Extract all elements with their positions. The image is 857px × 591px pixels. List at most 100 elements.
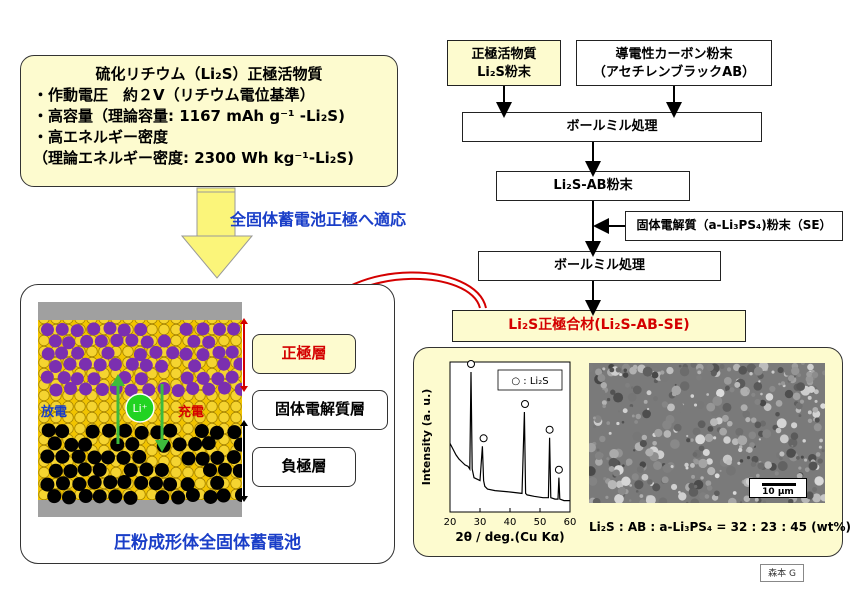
anode-particle bbox=[163, 423, 178, 438]
sem-grain bbox=[804, 467, 810, 473]
cathode-particle bbox=[196, 322, 210, 336]
sem-grain bbox=[780, 381, 786, 386]
sem-grain bbox=[740, 404, 748, 412]
sem-grain bbox=[622, 464, 625, 467]
sem-grain bbox=[696, 374, 702, 381]
anode-particle bbox=[87, 475, 102, 490]
cathode-particle bbox=[55, 346, 69, 360]
cathode-particle bbox=[63, 357, 77, 371]
sem-grain bbox=[617, 486, 627, 496]
cell-cross-section: Li⁺ 放電 充電 bbox=[38, 302, 242, 517]
anode-particle bbox=[226, 450, 241, 465]
sem-grain bbox=[800, 363, 805, 366]
sem-grain bbox=[615, 367, 622, 373]
li2s-peak-marker bbox=[521, 400, 529, 408]
sem-grain bbox=[653, 396, 659, 402]
cathode-particle bbox=[179, 347, 193, 361]
cathode-particle bbox=[103, 321, 117, 335]
cathode-particle bbox=[40, 323, 54, 337]
sem-grain bbox=[613, 392, 624, 403]
sem-grain bbox=[807, 395, 812, 400]
sem-grain bbox=[808, 431, 816, 440]
sem-grain bbox=[754, 421, 762, 429]
sem-grain bbox=[696, 400, 705, 409]
anode-particle bbox=[163, 477, 178, 492]
sem-grain bbox=[596, 448, 600, 452]
sem-grain bbox=[616, 421, 620, 426]
cathode-particle bbox=[157, 382, 171, 396]
sem-grain bbox=[658, 497, 668, 503]
sem-grain bbox=[802, 439, 806, 443]
anode-particle bbox=[55, 424, 70, 439]
adapt-label: 全固体蓄電池正極へ適応 bbox=[230, 210, 407, 229]
anode-particle bbox=[71, 449, 86, 464]
sem-grain bbox=[790, 432, 799, 441]
cathode-particle bbox=[212, 322, 226, 336]
sem-grain bbox=[641, 434, 648, 441]
sem-grain bbox=[812, 493, 822, 503]
sem-grain bbox=[625, 382, 630, 388]
sem-grain bbox=[793, 375, 797, 378]
anode-particle bbox=[40, 477, 55, 492]
sem-grain bbox=[671, 391, 677, 397]
properties-box: 硫化リチウム（Li₂S）正極活物質 ・作動電圧 約２V（リチウム電位基準） ・高… bbox=[20, 55, 398, 187]
layer-anode: 負極層 bbox=[252, 447, 356, 487]
sem-grain bbox=[623, 368, 628, 373]
sem-grain bbox=[678, 492, 687, 501]
sem-grain bbox=[814, 476, 824, 486]
anode-particle bbox=[87, 450, 102, 465]
sem-grain bbox=[628, 499, 632, 502]
sem-grain bbox=[778, 382, 781, 386]
sem-grain bbox=[699, 387, 703, 390]
x-tick-label: 40 bbox=[504, 517, 517, 528]
sem-grain bbox=[714, 473, 720, 479]
sem-grain bbox=[632, 364, 638, 370]
sem-grain bbox=[679, 366, 690, 377]
sem-grain bbox=[692, 452, 698, 457]
anode-particle bbox=[188, 437, 203, 452]
sem-grain bbox=[589, 466, 596, 476]
sem-grain bbox=[818, 445, 822, 449]
sem-grain bbox=[595, 368, 603, 376]
sem-grain bbox=[667, 403, 675, 412]
sem-grain bbox=[817, 458, 823, 464]
anode-particle bbox=[103, 475, 118, 490]
cathode-particle bbox=[202, 382, 216, 396]
sem-grain bbox=[666, 366, 674, 375]
sem-grain bbox=[798, 414, 802, 418]
sem-grain bbox=[691, 474, 696, 479]
sem-grain bbox=[750, 417, 757, 423]
sem-grain bbox=[653, 461, 662, 470]
sem-grain bbox=[600, 382, 607, 389]
sem-grain bbox=[751, 392, 756, 397]
sem-grain bbox=[693, 484, 698, 489]
sem-grain bbox=[671, 483, 678, 491]
cathode-particle bbox=[48, 334, 62, 348]
sem-grain bbox=[726, 367, 732, 372]
sem-grain bbox=[652, 440, 657, 446]
sem-grain bbox=[791, 444, 794, 447]
sem-grain bbox=[698, 458, 708, 469]
sem-grain bbox=[800, 455, 804, 459]
xrd-legend: ○ : Li₂S bbox=[511, 376, 548, 387]
anode-particle bbox=[117, 423, 132, 438]
sem-grain bbox=[771, 370, 775, 374]
sem-grain bbox=[738, 445, 743, 449]
sem-grain bbox=[779, 451, 785, 457]
sem-grain bbox=[707, 467, 716, 476]
xrd-series-line bbox=[449, 371, 570, 502]
sem-grain bbox=[589, 363, 594, 373]
sem-grain bbox=[716, 388, 725, 398]
sem-grain bbox=[811, 371, 819, 378]
sem-grain bbox=[757, 462, 765, 470]
sem-grain bbox=[814, 417, 820, 423]
properties-title: 硫化リチウム（Li₂S）正極活物質 bbox=[95, 65, 323, 83]
li2s-peak-marker bbox=[554, 465, 563, 474]
sem-grain bbox=[646, 390, 652, 396]
cathode-particle bbox=[57, 371, 71, 385]
anode-particle bbox=[108, 489, 123, 504]
scale-bar: 10 μm bbox=[749, 478, 807, 498]
sem-grain bbox=[735, 427, 744, 436]
sem-grain bbox=[626, 461, 631, 466]
